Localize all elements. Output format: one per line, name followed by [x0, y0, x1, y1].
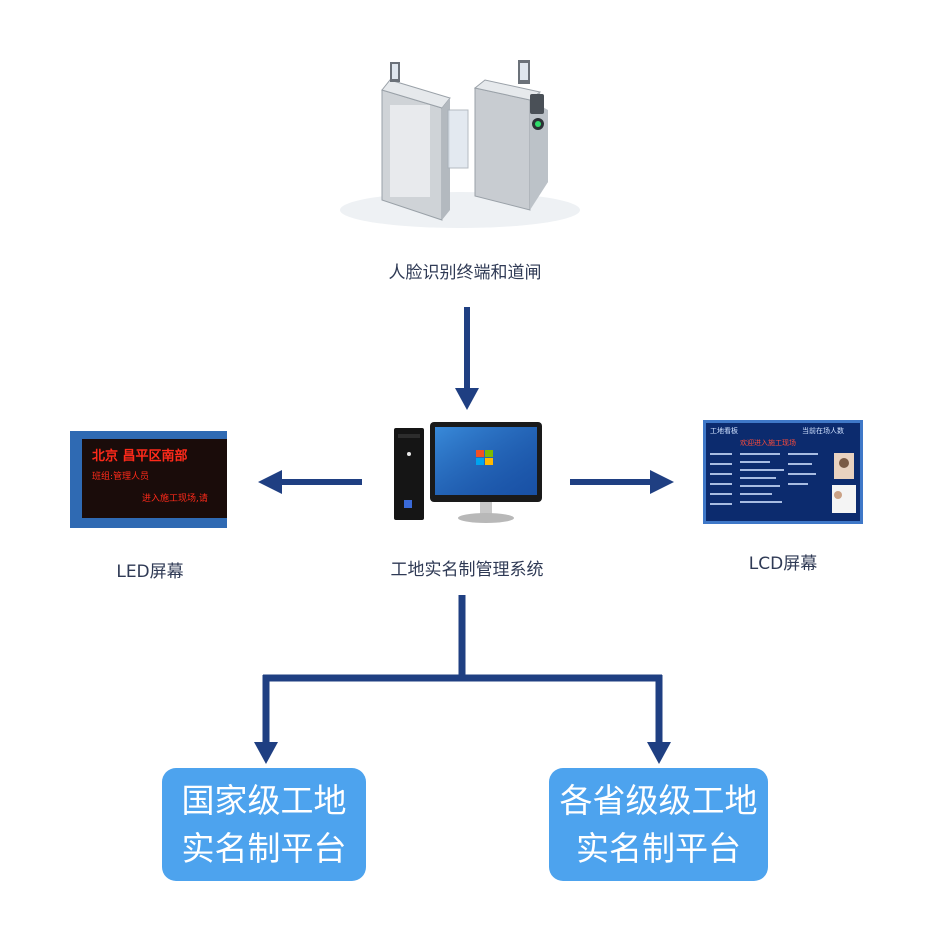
arrow-gate-to-system-head [455, 388, 479, 410]
national-platform-line2: 实名制平台 [181, 828, 347, 868]
national-platform-box: 国家级工地 实名制平台 [162, 768, 366, 881]
provincial-platform-line2: 实名制平台 [576, 828, 741, 868]
led-label: LED屏幕 [116, 562, 184, 582]
turnstile-gate-image [340, 60, 580, 228]
gate-label: 人脸识别终端和道闸 [388, 263, 542, 283]
lcd-header-right: 当前在场人数 [802, 427, 844, 435]
computer-icon [394, 422, 542, 523]
led-screen-image: 北京 昌平区南部 班组:管理人员 进入施工现场,请 [70, 431, 227, 528]
lcd-header-left: 工地看板 [710, 427, 738, 435]
lcd-screen-image: 工地看板 当前在场人数 欢迎进入施工现场 [703, 420, 863, 524]
arrow-to-provincial-head [647, 742, 671, 764]
lcd-banner: 欢迎进入施工现场 [740, 439, 796, 447]
system-label: 工地实名制管理系统 [390, 560, 544, 580]
provincial-platform-line1: 各省级级工地 [559, 780, 758, 820]
provincial-platform-box: 各省级级工地 实名制平台 [549, 768, 768, 881]
led-line-2: 班组:管理人员 [92, 472, 150, 482]
arrow-system-to-lcd-head [650, 470, 674, 494]
lcd-content-graphics [710, 453, 856, 513]
led-line-1: 北京 昌平区南部 [92, 449, 188, 464]
national-platform-line1: 国家级工地 [181, 780, 347, 820]
arrow-system-to-led-head [258, 470, 282, 494]
arrow-to-national-head [254, 742, 278, 764]
led-line-3: 进入施工现场,请 [142, 494, 208, 504]
lcd-label: LCD屏幕 [748, 554, 818, 574]
